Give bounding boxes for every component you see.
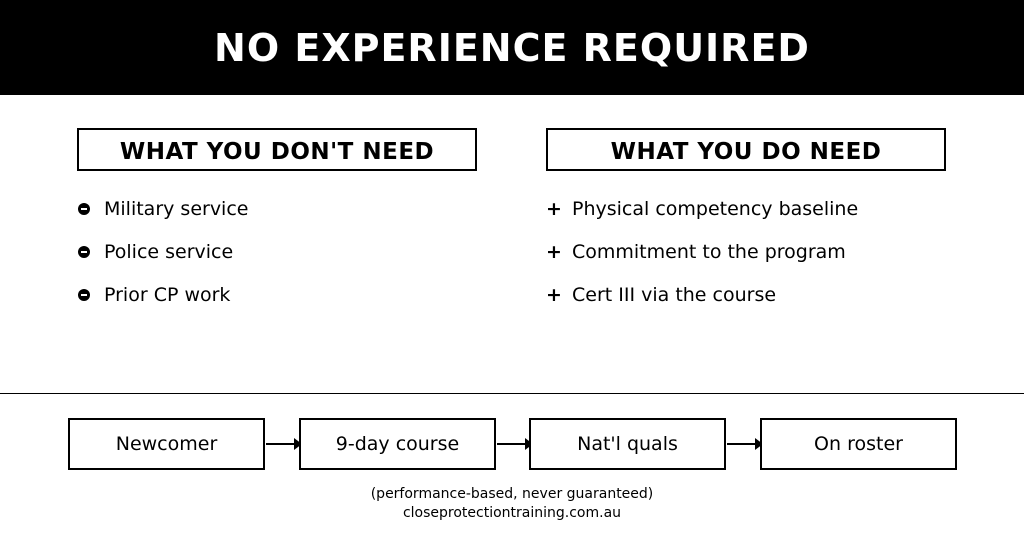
arrow-right-icon [266, 438, 302, 450]
dont-need-item: Police service [77, 230, 477, 273]
do-need-item: + Commitment to the program [546, 230, 946, 273]
do-need-list: + Physical competency baseline + Commitm… [546, 187, 946, 316]
do-need-item-label: Commitment to the program [572, 240, 846, 263]
do-need-item: + Physical competency baseline [546, 187, 946, 230]
do-need-item-label: Cert III via the course [572, 283, 777, 306]
footnote-text: (performance-based, never guaranteed) [370, 486, 654, 502]
minus-circle-icon [78, 202, 90, 215]
plus-icon: + [546, 283, 562, 306]
pathway-step-roster: On roster [760, 418, 957, 470]
website-url: closeprotectiontraining.com.au [402, 505, 622, 521]
arrow-right-icon [727, 438, 763, 450]
minus-circle-icon [78, 288, 90, 301]
do-need-item: + Cert III via the course [546, 273, 946, 316]
dont-need-item-label: Military service [104, 197, 249, 220]
dont-need-item-label: Prior CP work [104, 283, 231, 306]
pathway-step-newcomer: Newcomer [68, 418, 265, 470]
minus-circle-icon [78, 245, 90, 258]
dont-need-list: Military service Police service Prior CP… [77, 187, 477, 316]
dont-need-item: Prior CP work [77, 273, 477, 316]
title-banner: NO EXPERIENCE REQUIRED [0, 0, 1024, 95]
do-need-column: WHAT YOU DO NEED + Physical competency b… [546, 128, 946, 316]
arrow-right-icon [497, 438, 533, 450]
plus-icon: + [546, 240, 562, 263]
dont-need-item: Military service [77, 187, 477, 230]
pathway-step-quals: Nat'l quals [529, 418, 726, 470]
dont-need-item-label: Police service [104, 240, 234, 263]
plus-icon: + [546, 197, 562, 220]
section-divider [0, 393, 1024, 394]
dont-need-column: WHAT YOU DON'T NEED Military service Pol… [77, 128, 477, 316]
dont-need-header: WHAT YOU DON'T NEED [77, 128, 477, 171]
do-need-item-label: Physical competency baseline [572, 197, 859, 220]
page-title: NO EXPERIENCE REQUIRED [214, 25, 810, 70]
pathway-step-course: 9-day course [299, 418, 496, 470]
do-need-header: WHAT YOU DO NEED [546, 128, 946, 171]
